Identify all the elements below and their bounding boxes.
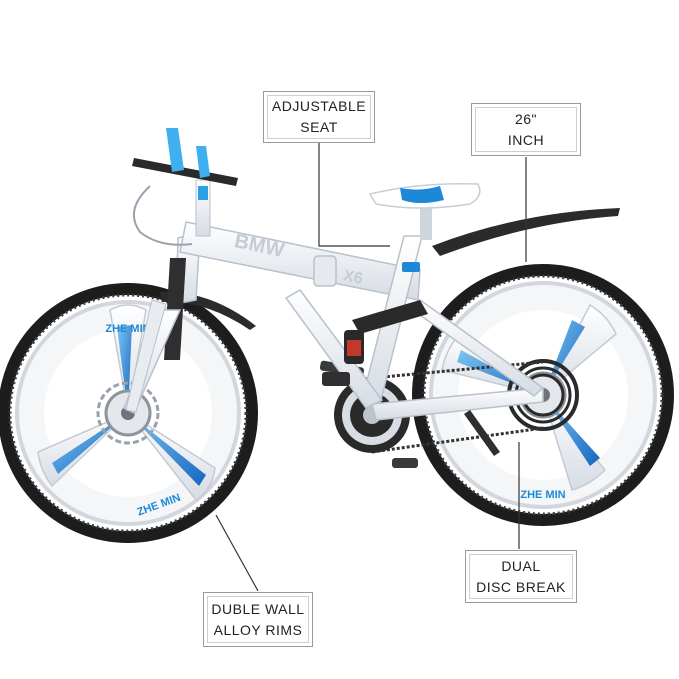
callout-adjustable-seat: ADJUSTABLE SEAT	[263, 91, 375, 143]
front-fork	[123, 258, 186, 415]
leader-seat	[318, 143, 390, 247]
chain	[371, 360, 544, 454]
callout-rims-line2: ALLOY RIMS	[213, 621, 303, 638]
callout-seat-line2: SEAT	[300, 119, 338, 135]
callout-dual-disc-brake: DUAL DISC BREAK	[465, 550, 577, 603]
seat-clamp	[402, 262, 420, 272]
callout-size-line2: INCH	[507, 131, 545, 148]
rear-shock	[344, 300, 428, 364]
callout-disc-line1: DUAL	[501, 557, 541, 574]
front-wheel: ZHE MIN ZHE MIN	[0, 283, 258, 543]
kickstand	[464, 410, 500, 456]
frame-model-mark: X6	[342, 267, 365, 288]
handlebar	[132, 128, 238, 246]
rear-fender	[432, 208, 620, 256]
callout-wheel-size: 26" INCH	[471, 103, 581, 156]
callout-rims-line1: DUBLE WALL	[211, 600, 305, 617]
callout-leaders	[215, 143, 527, 592]
leader-rims	[215, 514, 259, 592]
saddle	[368, 182, 481, 240]
front-wheel-lettering: ZHE MIN	[105, 323, 150, 335]
callout-size-line1: 26"	[514, 110, 538, 127]
rear-wheel-lettering: ZHE MIN	[520, 489, 565, 501]
crankset	[319, 360, 418, 468]
callout-alloy-rims: DUBLE WALL ALLOY RIMS	[203, 592, 313, 647]
pedal	[322, 372, 350, 386]
callout-disc-line2: DISC BREAK	[476, 578, 566, 595]
callout-seat-line1: ADJUSTABLE	[271, 98, 367, 114]
